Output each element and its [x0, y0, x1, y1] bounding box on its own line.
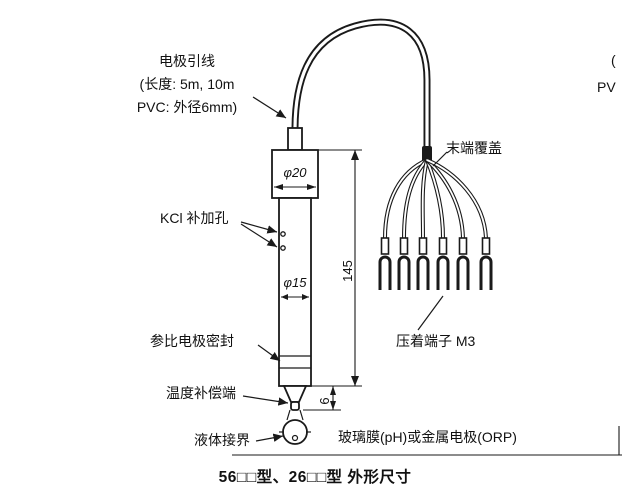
leader-kcl-2 — [240, 223, 278, 248]
electrode-neck — [287, 127, 303, 151]
junction-dot — [291, 434, 299, 442]
dimension-6 — [303, 386, 341, 411]
cropped-text-fragment-2: PV — [597, 79, 616, 95]
reference-seal-label: 参比电极密封 — [150, 333, 234, 349]
cap-diameter-label: φ20 — [283, 165, 307, 180]
fork-terminal — [397, 237, 411, 290]
electrode — [271, 127, 319, 445]
leader-ref-seal — [257, 344, 281, 362]
membrane-label: 玻璃膜(pH)或金属电极(ORP) — [338, 429, 517, 445]
lead-wire-label: 电极引线 (长度: 5m, 10m PVC: 外径6mm) — [112, 50, 262, 119]
fork-terminal — [479, 237, 493, 290]
frame-lines — [232, 426, 622, 456]
length-145-label: 145 — [340, 260, 355, 282]
kcl-hole-mark — [280, 231, 286, 237]
fork-terminal — [416, 237, 430, 290]
fork-terminal — [378, 237, 392, 290]
leader-lead-wire — [252, 96, 287, 119]
cropped-text-fragment-1: ( — [611, 52, 616, 68]
leader-crimp — [417, 295, 444, 331]
cable-end-cover — [422, 146, 432, 162]
temp-comp-label: 温度补偿端 — [166, 385, 236, 401]
kcl-hole-mark — [280, 245, 286, 251]
dimension-cap-diameter — [274, 184, 316, 190]
cable-wires — [383, 158, 488, 239]
lead-wire-pvc: PVC: 外径6mm) — [136, 99, 238, 115]
body-diameter-label: φ15 — [283, 275, 307, 290]
electrode-taper — [282, 385, 308, 403]
electrode-body — [278, 197, 312, 387]
liquid-junction-label: 液体接界 — [194, 432, 250, 448]
electrode-cap — [271, 149, 319, 199]
cable — [291, 18, 432, 162]
leader-end-cover — [432, 151, 448, 167]
leader-temp-comp — [242, 395, 289, 406]
dimension-145 — [311, 149, 362, 387]
length-6-label: 6 — [317, 397, 332, 405]
leader-lines — [240, 96, 448, 442]
end-cover-label: 末端覆盖 — [446, 140, 502, 156]
electrode-tip — [290, 401, 300, 411]
lead-wire-length: (长度: 5m, 10m — [139, 76, 235, 92]
dimension-body-diameter — [281, 294, 309, 300]
leader-kcl-1 — [240, 221, 278, 234]
crimp-terminal-label: 压着端子 M3 — [396, 333, 476, 349]
leader-liquid-junction — [255, 433, 284, 442]
crimp-terminals — [378, 237, 493, 290]
figure-caption: 56□□型、26□□型 外形尺寸 — [218, 469, 412, 486]
fork-terminal — [436, 237, 450, 290]
kcl-hole-label: KCl 补加孔 — [160, 210, 229, 226]
fork-terminal — [456, 237, 470, 290]
lead-wire-title: 电极引线 — [159, 53, 215, 69]
